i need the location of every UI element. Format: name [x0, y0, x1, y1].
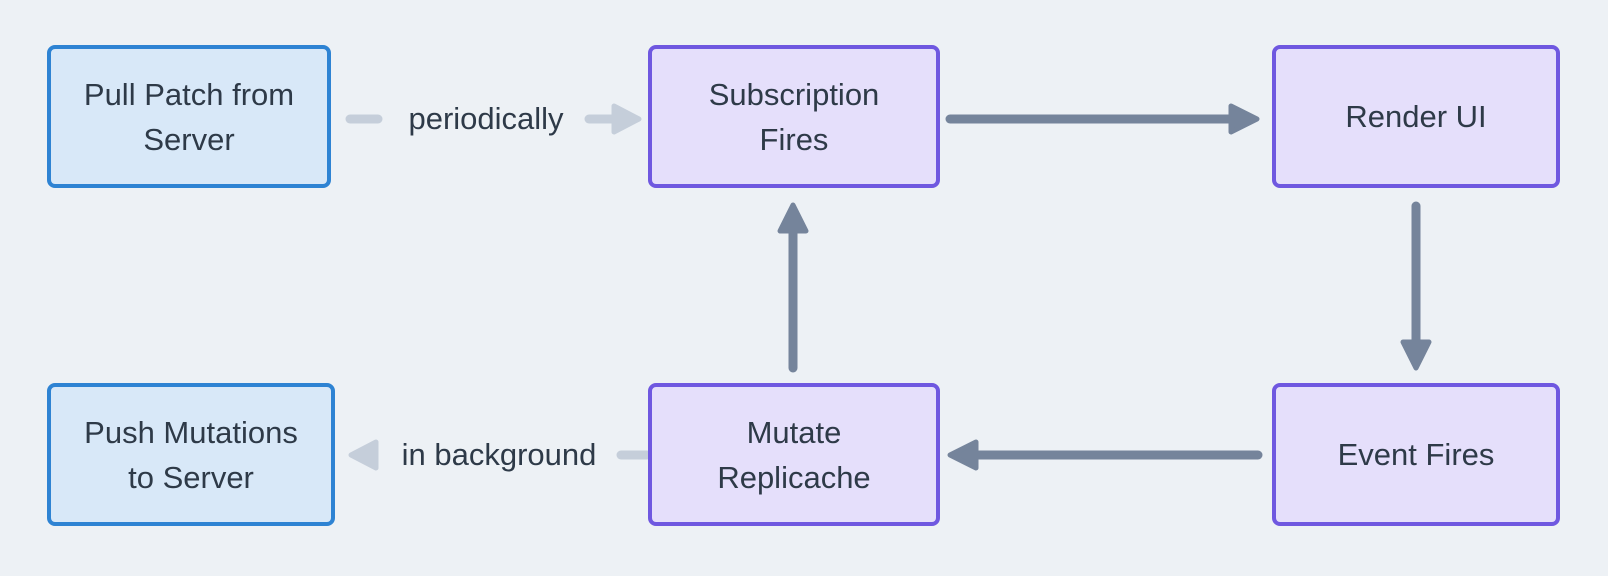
arrow-pull-to-subscription: [345, 103, 642, 135]
arrow-mutate-to-subscription: [777, 202, 809, 373]
arrow-subscription-to-render: [945, 103, 1260, 135]
node-render-ui: Render UI: [1272, 45, 1560, 188]
node-subscription-fires-label: Subscription Fires: [708, 76, 880, 157]
node-render-ui-label: Render UI: [1345, 99, 1487, 134]
edge-label-in-background: in background: [401, 437, 597, 472]
edge-label-periodically: periodically: [408, 101, 564, 136]
node-pull-patch-label: Pull Patch from Server: [83, 76, 295, 157]
node-push-mutations: Push Mutations to Server: [47, 383, 335, 526]
arrow-mutate-to-push: [348, 439, 652, 471]
node-event-fires-label: Event Fires: [1337, 437, 1495, 472]
node-push-mutations-label: Push Mutations to Server: [84, 414, 298, 495]
node-event-fires: Event Fires: [1272, 383, 1560, 526]
node-pull-patch: Pull Patch from Server: [47, 45, 331, 188]
node-mutate-replicache-label: Mutate Replicache: [717, 414, 871, 495]
arrow-event-to-mutate: [947, 439, 1263, 471]
node-mutate-replicache: Mutate Replicache: [648, 383, 940, 526]
arrow-render-to-event: [1400, 201, 1432, 371]
node-subscription-fires: Subscription Fires: [648, 45, 940, 188]
